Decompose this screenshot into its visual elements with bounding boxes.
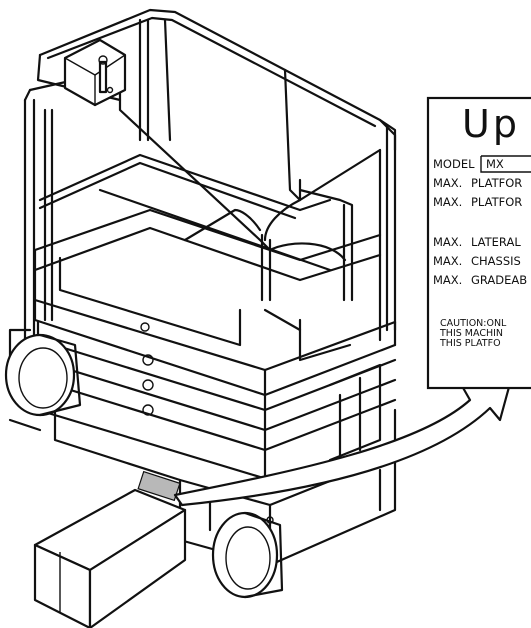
front-wheel	[211, 511, 284, 599]
plate-row4-value: CHASSIS	[471, 254, 521, 268]
plate-row2-prefix: MAX.	[433, 195, 462, 209]
scissor-stack	[36, 320, 397, 482]
battery-tray	[33, 488, 187, 628]
platform-deck	[33, 208, 397, 397]
plate-row4-prefix: MAX.	[433, 254, 462, 268]
plate-model-value: MX	[486, 157, 504, 171]
plate-title: Up	[462, 102, 520, 146]
control-box	[63, 38, 127, 107]
rear-wheel	[4, 333, 82, 417]
plate-model-prefix: MODEL	[433, 157, 475, 171]
plate-row5-value: GRADEAB	[471, 273, 527, 287]
plate-row1-prefix: MAX.	[433, 176, 462, 190]
plate-row5-prefix: MAX.	[433, 273, 462, 287]
label-location-patch	[137, 470, 181, 502]
plate-caution-line-2: THIS MACHIN	[439, 328, 503, 339]
plate-row3-prefix: MAX.	[433, 235, 462, 249]
plate-row3-value: LATERAL	[471, 235, 521, 249]
plate-row2-value: PLATFOR	[471, 195, 522, 209]
plate-caution-line-1: CAUTION:ONL	[440, 318, 507, 329]
plate-row1-value: PLATFOR	[471, 176, 522, 190]
plate-model-box	[480, 155, 531, 173]
plate-caution-line-3: THIS PLATFO	[439, 338, 501, 349]
specification-plate: Up MODEL MX MAX. PLATFOR MAX. PLATFOR MA…	[426, 96, 531, 390]
